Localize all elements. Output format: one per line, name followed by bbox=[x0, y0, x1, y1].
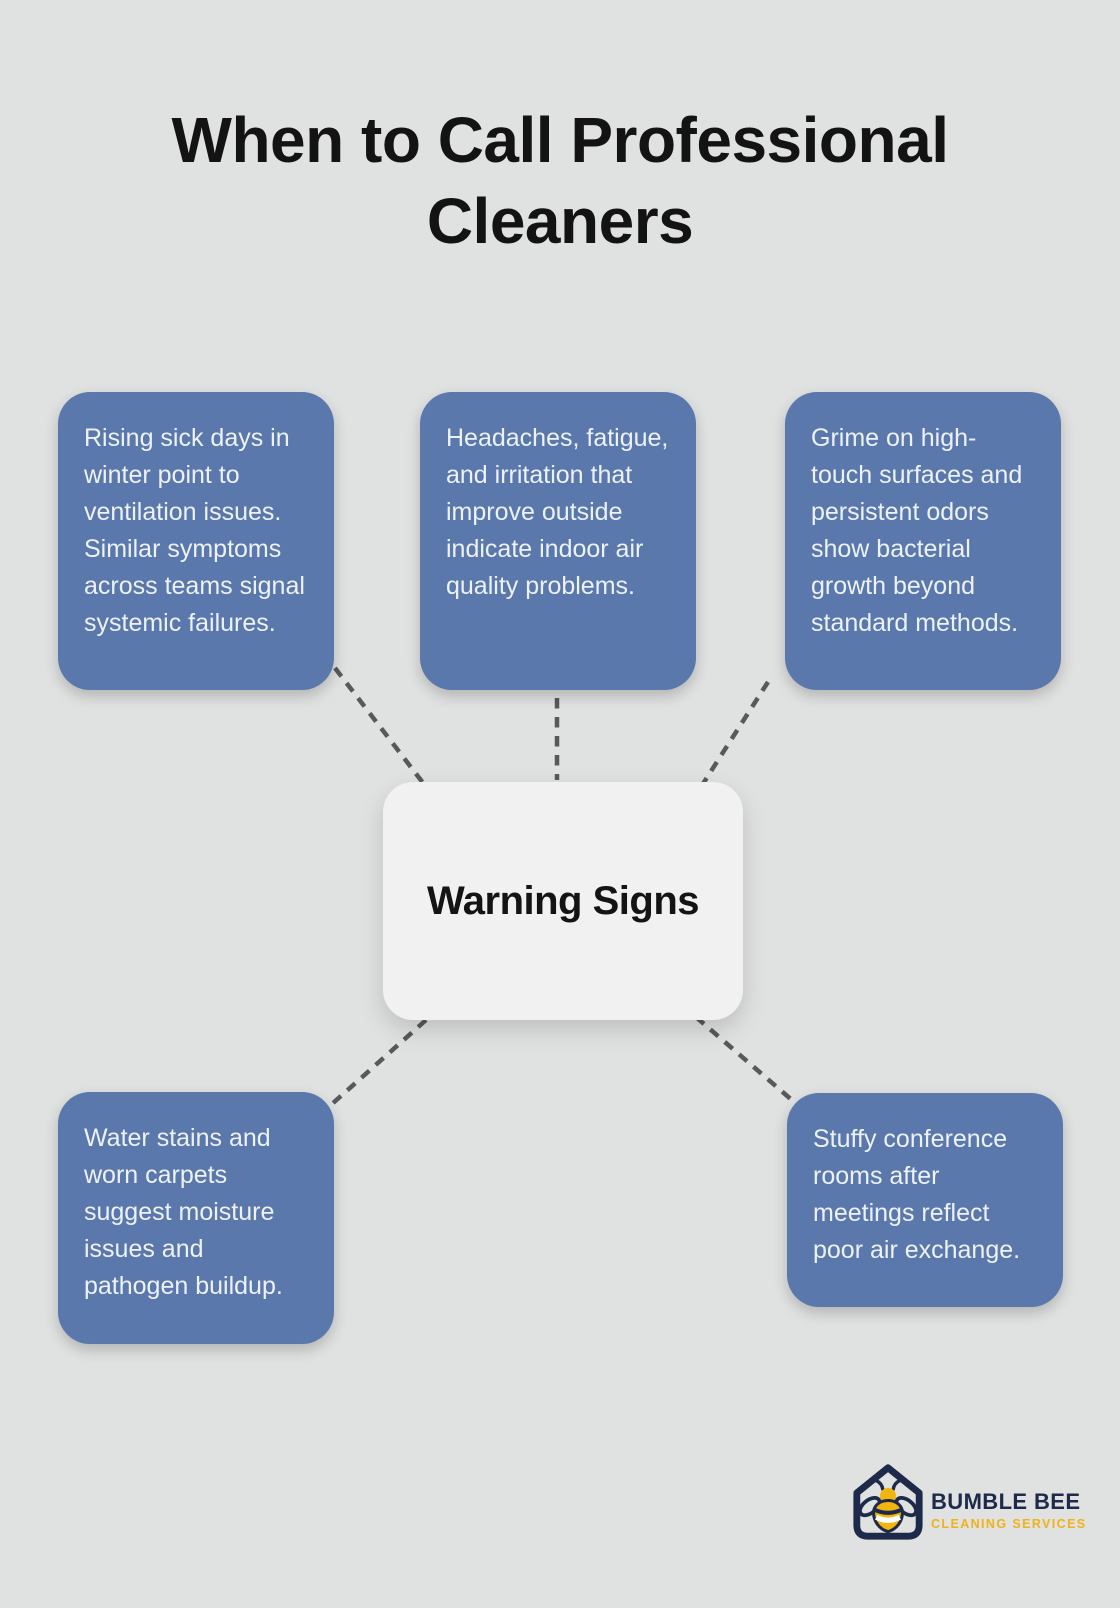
node-text: Headaches, fatigue, and irritation that … bbox=[446, 424, 669, 600]
connector-top-left bbox=[333, 666, 432, 794]
logo-text: BUMBLE BEE CLEANING SERVICES bbox=[931, 1489, 1087, 1531]
connector-bottom-right bbox=[694, 1015, 795, 1103]
node-top-right: Grime on high-touch surfaces and persist… bbox=[785, 392, 1061, 690]
logo-name: BUMBLE BEE bbox=[931, 1489, 1081, 1514]
node-text: Stuffy conference rooms after meetings r… bbox=[813, 1125, 1021, 1264]
node-top-center: Headaches, fatigue, and irritation that … bbox=[420, 392, 696, 690]
center-node-label: Warning Signs bbox=[426, 878, 700, 923]
node-bottom-left: Water stains and worn carpets suggest mo… bbox=[58, 1092, 334, 1344]
node-bottom-right: Stuffy conference rooms after meetings r… bbox=[787, 1093, 1063, 1307]
node-text: Rising sick days in winter point to vent… bbox=[84, 424, 305, 637]
node-text: Water stains and worn carpets suggest mo… bbox=[84, 1124, 283, 1300]
center-node: Warning Signs bbox=[383, 782, 743, 1020]
connector-bottom-left bbox=[330, 1018, 428, 1106]
node-top-left: Rising sick days in winter point to vent… bbox=[58, 392, 334, 690]
logo-tagline: CLEANING SERVICES bbox=[931, 1517, 1087, 1531]
connector-top-right bbox=[697, 680, 770, 792]
node-text: Grime on high-touch surfaces and persist… bbox=[811, 424, 1023, 637]
bee-in-house-icon bbox=[853, 1464, 923, 1540]
brand-logo: BUMBLE BEE CLEANING SERVICES bbox=[850, 1462, 1087, 1542]
page-title: When to Call Professional Cleaners bbox=[171, 104, 949, 258]
